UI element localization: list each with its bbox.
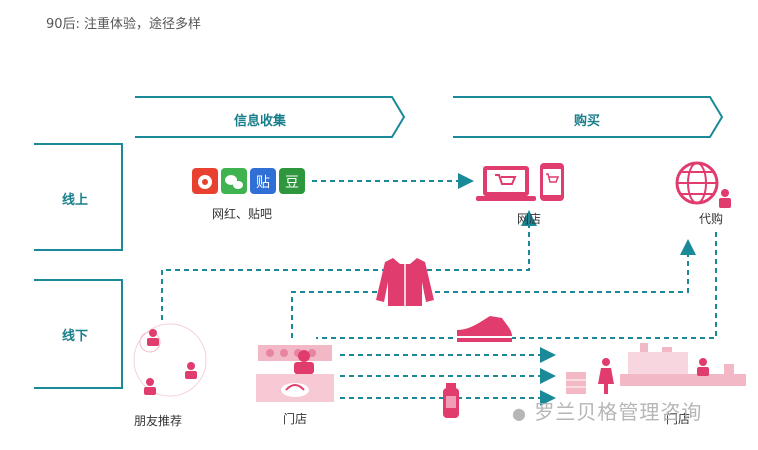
shoe-icon xyxy=(457,316,512,342)
watermark-text: 罗兰贝格管理咨询 xyxy=(534,400,703,424)
friends-network-icon xyxy=(133,323,207,397)
phone-icon xyxy=(540,163,564,201)
online-bracket xyxy=(34,143,123,251)
douban-icon xyxy=(279,168,305,194)
offline-bracket xyxy=(34,279,123,389)
node-friends-label: 朋友推荐 xyxy=(134,414,183,428)
social-icons-group: 贴 豆 xyxy=(192,168,305,194)
node-eshop-label: 网店 xyxy=(517,212,542,226)
store-icon xyxy=(256,345,334,402)
page-title: 90后: 注重体验，途径多样 xyxy=(46,17,202,32)
svg-text:贴: 贴 xyxy=(256,175,270,191)
bottle-icon xyxy=(443,383,459,418)
jacket-icon xyxy=(376,258,434,306)
wechat-watermark-icon: ● xyxy=(512,404,527,423)
node-daigou-label: 代购 xyxy=(699,212,724,226)
shop-scene-icon xyxy=(566,343,746,394)
svg-text:豆: 豆 xyxy=(285,175,299,191)
tieba-icon xyxy=(250,168,276,194)
stage-buy-band xyxy=(453,96,724,138)
channel-offline-label: 线下 xyxy=(62,329,89,344)
stage-collect-band xyxy=(135,96,406,138)
arrow-daigou-down xyxy=(316,232,717,339)
arrow-store-to-daigou xyxy=(291,239,696,338)
stage-collect-label: 信息收集 xyxy=(234,114,287,129)
globe-icon xyxy=(675,161,719,205)
channel-online-label: 线上 xyxy=(62,193,89,208)
person-small-icon xyxy=(719,189,731,208)
stage-buy-label: 购买 xyxy=(574,114,601,129)
arrow-friends-to-eshop xyxy=(161,210,537,320)
node-social-label: 网红、贴吧 xyxy=(212,207,273,221)
node-store2-label: 门店 xyxy=(666,412,691,426)
laptop-icon xyxy=(476,166,536,201)
node-store-label: 门店 xyxy=(283,412,308,426)
watermark: ● 罗兰贝格管理咨询 xyxy=(512,396,702,425)
